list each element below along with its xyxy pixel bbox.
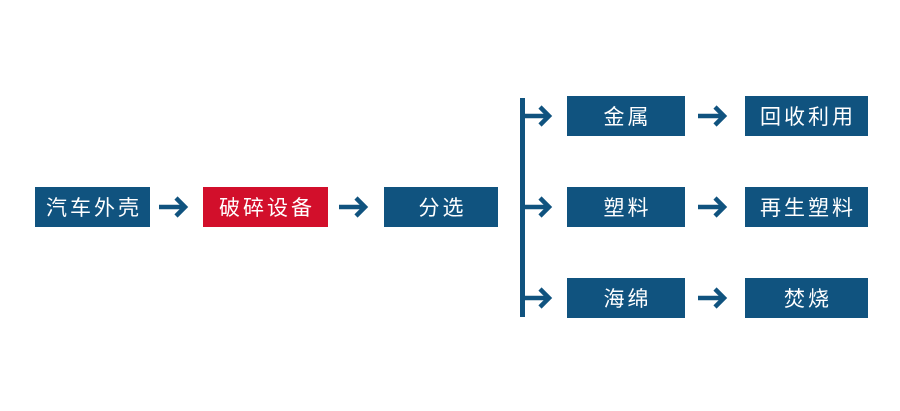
node-crushing-equipment: 破碎设备: [203, 187, 328, 227]
branch-connector-line: [520, 98, 525, 317]
arrow-branch-metal-icon: [523, 105, 553, 127]
arrow-metal-to-recycling-icon: [698, 105, 728, 127]
arrow-sponge-to-incineration-icon: [698, 287, 728, 309]
node-plastic: 塑料: [567, 187, 685, 227]
node-recycled-plastic: 再生塑料: [745, 187, 868, 227]
arrow-branch-plastic-icon: [523, 196, 553, 218]
node-metal: 金属: [567, 96, 685, 136]
arrow-car-to-crusher-icon: [159, 196, 189, 218]
arrow-plastic-to-recycled-icon: [698, 196, 728, 218]
arrow-crusher-to-sorting-icon: [339, 196, 369, 218]
node-sponge: 海绵: [567, 278, 685, 318]
node-recycling: 回收利用: [745, 96, 868, 136]
arrow-branch-sponge-icon: [523, 287, 553, 309]
node-incineration: 焚烧: [745, 278, 868, 318]
node-car-shell: 汽车外壳: [35, 187, 150, 227]
node-sorting: 分选: [384, 187, 498, 227]
